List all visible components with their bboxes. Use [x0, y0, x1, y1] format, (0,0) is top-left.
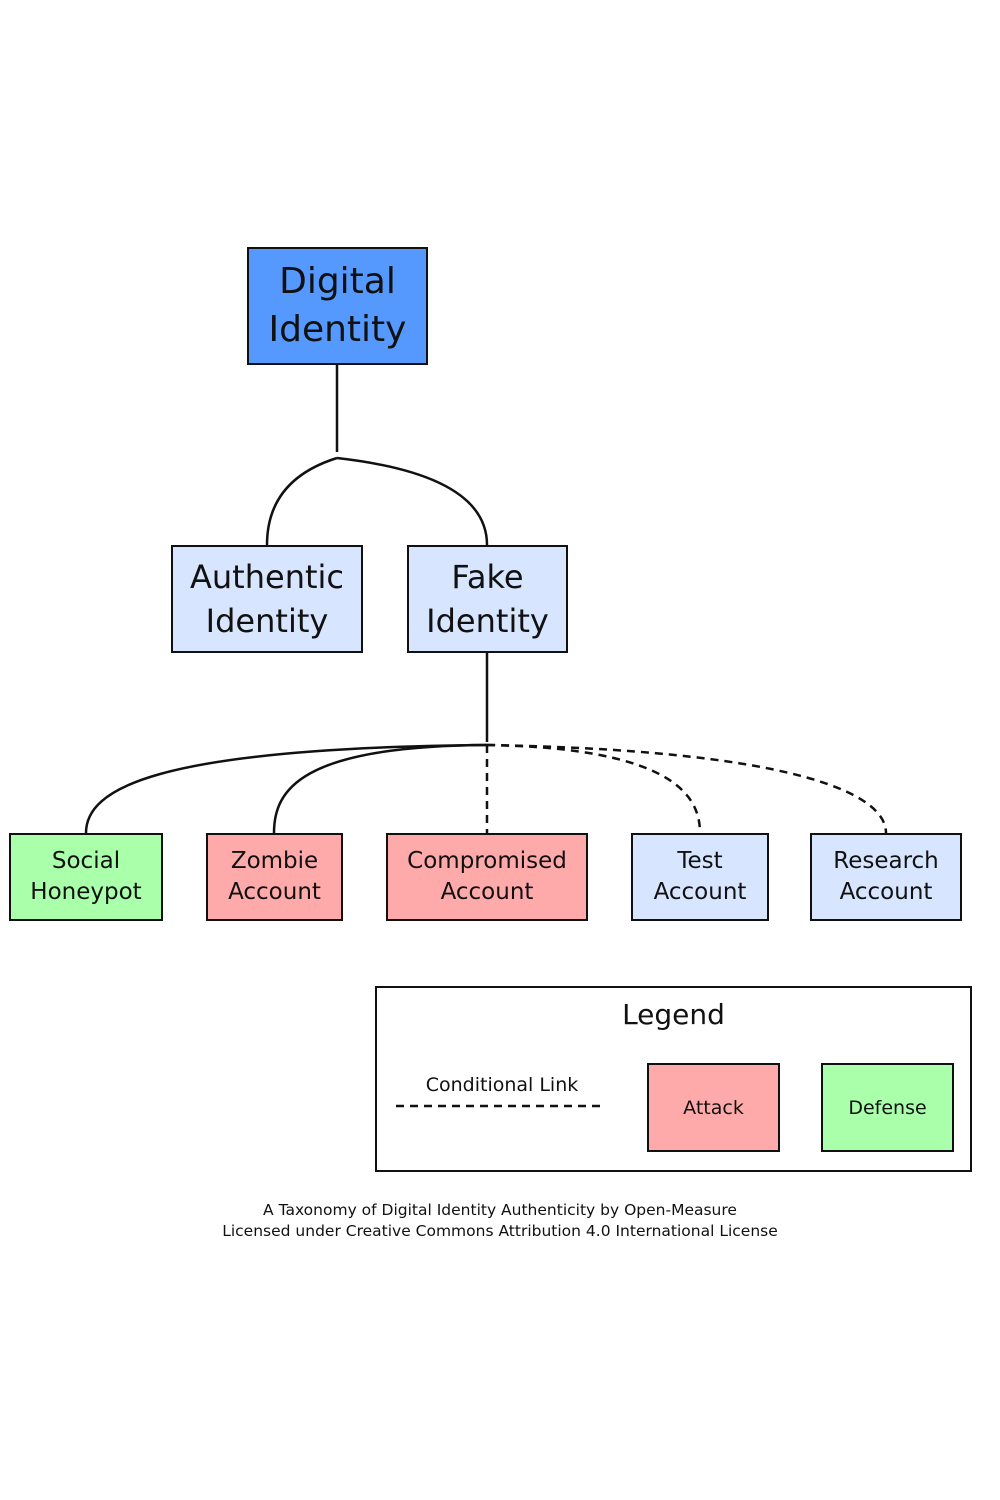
link-fake-research-account [486, 743, 888, 834]
node-authentic-identity: Authentic Identity [171, 545, 363, 653]
legend-defense-label: Defense [848, 1096, 927, 1119]
node-digital-identity: Digital Identity [247, 247, 428, 365]
link-fake-social-honeypot [84, 743, 488, 834]
link-fake-test-account [486, 743, 702, 834]
legend-attack-swatch: Attack [647, 1063, 780, 1152]
legend-defense-swatch: Defense [821, 1063, 954, 1152]
node-test-account: Test Account [631, 833, 769, 921]
legend-attack-label: Attack [683, 1096, 744, 1119]
node-label: Fake Identity [426, 558, 549, 640]
link-fake-zombie-account [272, 743, 488, 834]
node-zombie-account: Zombie Account [206, 833, 343, 921]
caption: A Taxonomy of Digital Identity Authentic… [0, 1200, 1000, 1242]
node-fake-identity: Fake Identity [407, 545, 568, 653]
legend-conditional-link-label: Conditional Link [425, 1074, 579, 1096]
link-root-fake [336, 456, 489, 546]
node-label: Zombie Account [228, 848, 321, 905]
node-social-honeypot: Social Honeypot [9, 833, 163, 921]
node-research-account: Research Account [810, 833, 962, 921]
caption-line-1: A Taxonomy of Digital Identity Authentic… [263, 1201, 737, 1219]
node-label: Compromised Account [407, 848, 567, 905]
node-label: Research Account [833, 848, 939, 905]
node-label: Authentic Identity [190, 558, 344, 640]
node-label: Digital Identity [268, 261, 407, 350]
legend-title: Legend [622, 998, 725, 1031]
link-root-authentic [265, 456, 338, 546]
caption-line-2: Licensed under Creative Commons Attribut… [222, 1222, 778, 1240]
node-compromised-account: Compromised Account [386, 833, 588, 921]
node-label: Social Honeypot [30, 848, 142, 905]
legend: Legend Conditional Link Attack Defense [375, 986, 972, 1172]
node-label: Test Account [653, 848, 747, 905]
